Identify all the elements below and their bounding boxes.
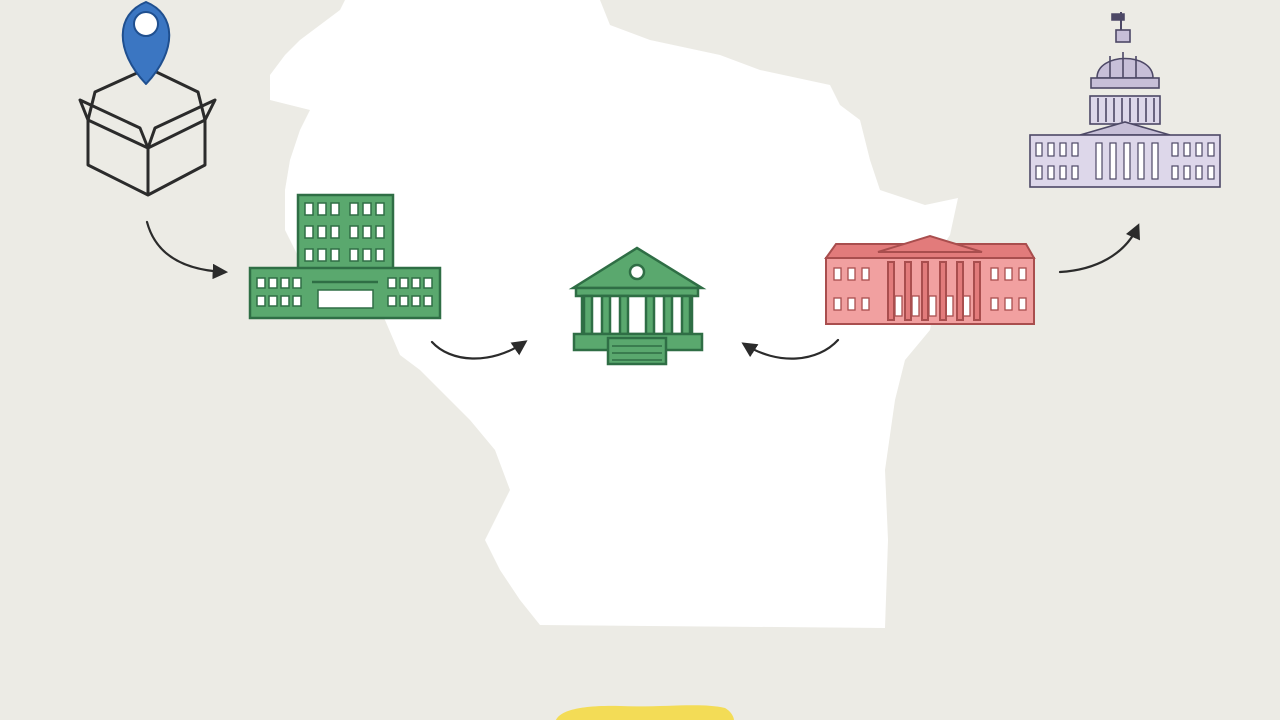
green-courthouse-icon bbox=[568, 246, 707, 366]
yellow-shape-partial bbox=[556, 705, 734, 720]
capitol-building-icon bbox=[1029, 12, 1221, 188]
package-with-location-pin-icon bbox=[78, 1, 217, 197]
flow-arrows bbox=[145, 220, 1140, 360]
red-government-building-icon bbox=[824, 234, 1036, 325]
arrow-red-building-to-capitol bbox=[1058, 223, 1140, 274]
arrow-red-building-to-courthouse bbox=[741, 338, 840, 360]
arrow-office-to-courthouse bbox=[430, 340, 528, 360]
green-office-building-icon bbox=[248, 193, 442, 320]
arrow-package-to-office bbox=[145, 220, 229, 280]
